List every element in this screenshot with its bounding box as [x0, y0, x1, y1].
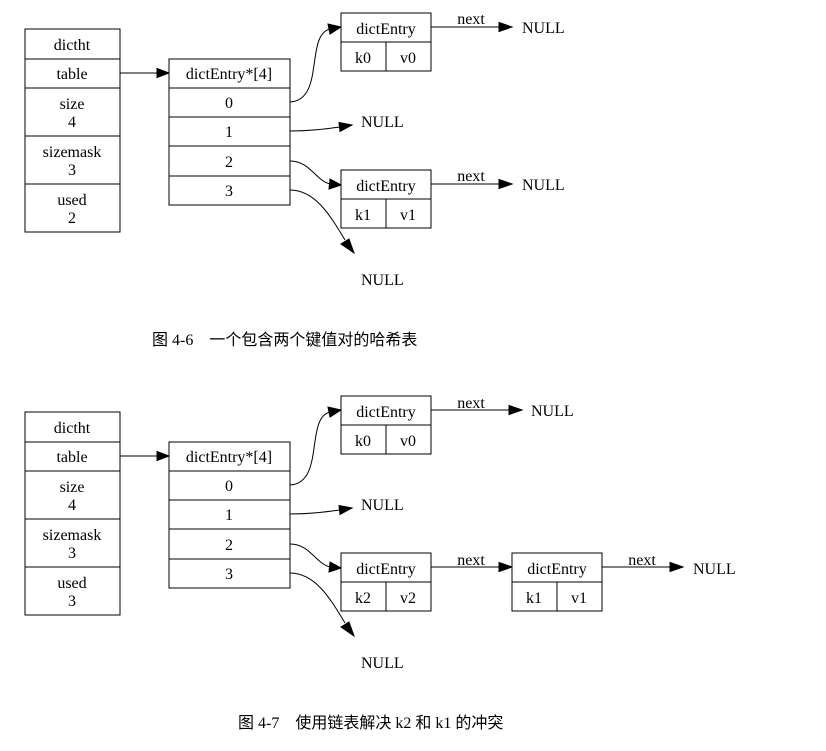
- entry-title: dictEntry: [356, 404, 416, 421]
- k0-next-null: NULL: [531, 403, 574, 420]
- dictht-struct: dictht table size 4 sizemask 3 used 2: [24, 28, 121, 233]
- arrowhead: [328, 561, 343, 573]
- entry-value: v1: [571, 590, 587, 607]
- k0-next-label: next: [457, 11, 485, 28]
- dictht-sizemask-label: sizemask: [43, 144, 102, 161]
- arrowhead: [340, 621, 355, 638]
- figure-4-6: dictht table size 4 sizemask 3 used 2 di…: [24, 11, 565, 349]
- k1-next-label: next: [457, 168, 485, 185]
- dictht-table-field: table: [56, 449, 87, 466]
- entry-title: dictEntry: [356, 561, 416, 578]
- dictht-used-label: used: [57, 192, 86, 209]
- entry-title: dictEntry: [356, 21, 416, 38]
- slot0-edge: [289, 28, 331, 103]
- array-box: [168, 58, 291, 206]
- dictht-title: dictht: [54, 37, 91, 54]
- slot3-edge: [289, 572, 346, 624]
- entry-title: dictEntry: [356, 178, 416, 195]
- dictht-box: [24, 411, 121, 616]
- dictht-struct: dictht table size 4 sizemask 3 used 3: [24, 411, 121, 616]
- arrowhead: [156, 67, 171, 79]
- array-slot-3: 3: [225, 183, 233, 200]
- arrowhead: [327, 23, 343, 35]
- array-box: [168, 441, 291, 589]
- dictht-used-value: 2: [68, 210, 76, 227]
- k1-next-null: NULL: [522, 177, 565, 194]
- arrowhead: [498, 561, 514, 573]
- dictht-sizemask-label: sizemask: [43, 527, 102, 544]
- array-slot-2: 2: [225, 537, 233, 554]
- dictht-used-value: 3: [68, 593, 76, 610]
- array-slot-1: 1: [225, 124, 233, 141]
- entry-key: k1: [526, 590, 542, 607]
- slot1-null: NULL: [361, 114, 404, 131]
- slot2-edge: [289, 543, 331, 568]
- entry-key: k0: [355, 433, 371, 450]
- dictentry-array: dictEntry*[4] 0 1 2 3: [168, 441, 291, 589]
- entry-value: v0: [400, 433, 416, 450]
- entry-title: dictEntry: [527, 561, 587, 578]
- array-title: dictEntry*[4]: [186, 66, 272, 83]
- array-slot-1: 1: [225, 507, 233, 524]
- k0-next-label: next: [457, 395, 485, 412]
- entry-key: k2: [355, 590, 371, 607]
- figure-caption: 图 4-6 一个包含两个键值对的哈希表: [152, 331, 417, 349]
- slot3-edge: [289, 189, 346, 241]
- arrowhead: [340, 238, 355, 255]
- dictentry-k1: dictEntry k1 v1: [340, 169, 432, 229]
- slot1-edge: [289, 509, 341, 515]
- dictht-size-value: 4: [68, 497, 76, 514]
- entry-key: k1: [355, 207, 371, 224]
- figure-4-7: dictht table size 4 sizemask 3 used 3 di…: [24, 395, 736, 732]
- arrowhead: [156, 450, 171, 462]
- arrowhead: [338, 504, 354, 516]
- dictentry-k0: dictEntry k0 v0: [340, 395, 432, 455]
- slot2-edge: [289, 160, 331, 185]
- k2-next-label: next: [457, 552, 485, 569]
- arrowhead: [328, 178, 343, 190]
- k1-next-label: next: [628, 552, 656, 569]
- figure-caption: 图 4-7 使用链表解决 k2 和 k1 的冲突: [238, 714, 503, 732]
- array-slot-0: 0: [225, 95, 233, 112]
- dictht-box: [24, 28, 121, 233]
- slot1-null: NULL: [361, 497, 404, 514]
- dictht-used-label: used: [57, 575, 86, 592]
- arrowhead: [327, 406, 343, 418]
- slot3-null: NULL: [361, 655, 404, 672]
- array-title: dictEntry*[4]: [186, 449, 272, 466]
- dictht-title: dictht: [54, 420, 91, 437]
- entry-key: k0: [355, 50, 371, 67]
- array-slot-0: 0: [225, 478, 233, 495]
- arrowhead: [669, 561, 685, 573]
- entry-value: v2: [400, 590, 416, 607]
- dictht-size-label: size: [60, 96, 85, 113]
- dictht-size-value: 4: [68, 114, 76, 131]
- k0-next-null: NULL: [522, 20, 565, 37]
- dictht-sizemask-value: 3: [68, 162, 76, 179]
- dictentry-k0: dictEntry k0 v0: [340, 12, 432, 72]
- dictentry-k1: dictEntry k1 v1: [511, 552, 603, 612]
- slot3-null: NULL: [361, 272, 404, 289]
- dictht-size-label: size: [60, 479, 85, 496]
- arrowhead: [498, 178, 514, 190]
- arrowhead: [508, 404, 524, 416]
- array-slot-2: 2: [225, 154, 233, 171]
- entry-value: v1: [400, 207, 416, 224]
- slot1-edge: [289, 126, 341, 132]
- slot0-edge: [289, 411, 331, 486]
- dictentry-array: dictEntry*[4] 0 1 2 3: [168, 58, 291, 206]
- entry-value: v0: [400, 50, 416, 67]
- dictht-table-field: table: [56, 66, 87, 83]
- dictentry-k2: dictEntry k2 v2: [340, 552, 432, 612]
- k1-next-null: NULL: [693, 561, 736, 578]
- array-slot-3: 3: [225, 566, 233, 583]
- arrowhead: [498, 21, 514, 33]
- arrowhead: [338, 121, 354, 133]
- dictht-sizemask-value: 3: [68, 545, 76, 562]
